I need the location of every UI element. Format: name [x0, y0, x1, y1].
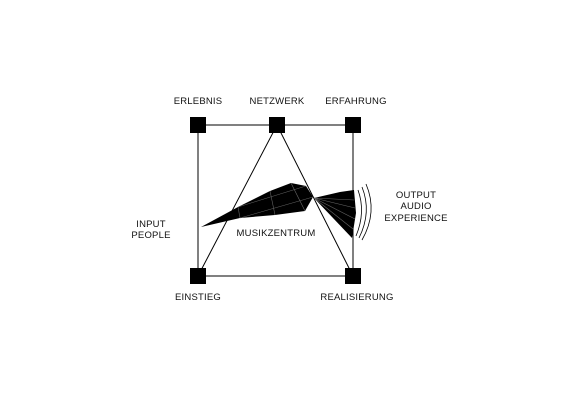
label-netzwerk: NETZWERK [250, 96, 305, 107]
output-horn-shape [313, 190, 356, 238]
input-cone-shape [201, 182, 314, 227]
node-einstieg-square [190, 268, 206, 284]
label-erlebnis: ERLEBNIS [174, 96, 223, 107]
label-experience: EXPERIENCE [384, 213, 447, 224]
label-musikzentrum: MUSIKZENTRUM [237, 228, 316, 239]
node-erfahrung-square [345, 117, 361, 133]
label-output: OUTPUT [396, 190, 436, 201]
label-people: PEOPLE [131, 230, 170, 241]
label-input: INPUT [136, 219, 166, 230]
label-einstieg: EINSTIEG [175, 292, 221, 303]
label-audio: AUDIO [400, 201, 431, 212]
node-realisierung-square [345, 268, 361, 284]
node-netzwerk-square [269, 117, 285, 133]
label-realisierung: REALISIERUNG [320, 292, 393, 303]
sound-wave-icon [355, 183, 372, 241]
triangle-outline [197, 123, 354, 277]
node-erlebnis-square [190, 117, 206, 133]
label-erfahrung: ERFAHRUNG [325, 96, 386, 107]
